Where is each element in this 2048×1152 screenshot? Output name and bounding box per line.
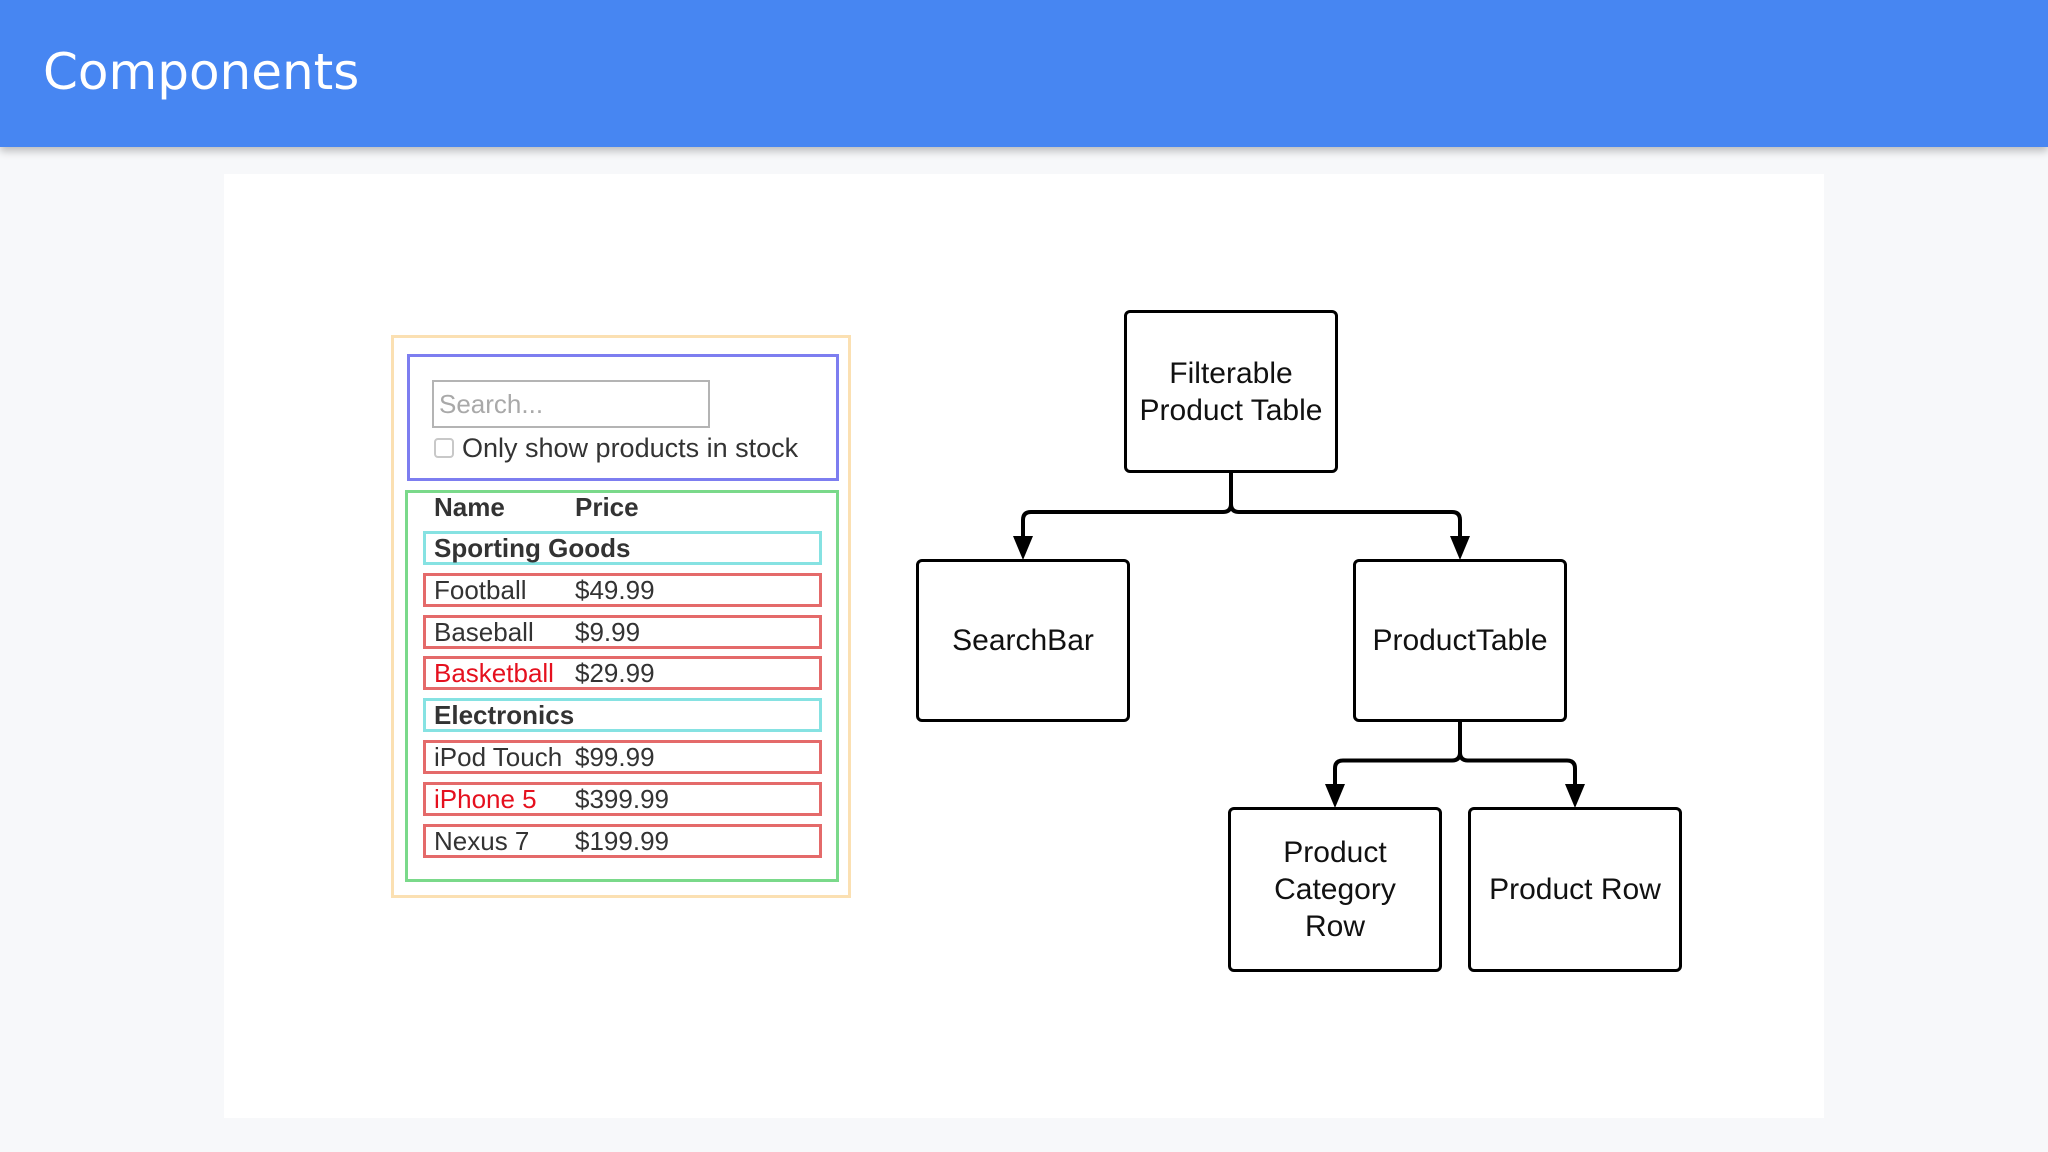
edge-producttable-to-categoryrow (1333, 722, 1462, 793)
arrowhead-productrow (1565, 784, 1585, 808)
row-price: $199.99 (575, 826, 669, 856)
row-name: iPod Touch (434, 742, 563, 772)
in-stock-checkbox-label: Only show products in stock (462, 433, 799, 463)
row-price: $9.99 (575, 617, 641, 647)
product-table-mockup (405, 490, 839, 882)
product-row: iPod Touch $99.99 (423, 740, 822, 774)
header-bar: Components (0, 0, 2048, 147)
row-name: iPhone 5 (434, 784, 537, 814)
node-filterable-product-table: Filterable Product Table (1124, 310, 1338, 473)
edge-filterable-to-producttable (1229, 473, 1462, 545)
row-name: Nexus 7 (434, 826, 530, 856)
product-row: Football $49.99 (423, 573, 822, 607)
row-name: Sporting Goods (434, 533, 631, 563)
row-name: Electronics (434, 700, 575, 730)
node-product-row: Product Row (1468, 807, 1682, 972)
category-row: Electronics (423, 698, 822, 732)
node-product-category-row: Product Category Row (1228, 807, 1442, 972)
arrowhead-categoryrow (1325, 784, 1345, 808)
product-row: Basketball $29.99 (423, 656, 822, 690)
node-search-bar: SearchBar (916, 559, 1130, 722)
search-bar-mockup (407, 354, 839, 481)
column-header-name: Name (434, 492, 505, 522)
edge-producttable-to-productrow (1458, 722, 1577, 793)
edge-filterable-to-searchbar (1021, 473, 1233, 545)
column-header-price: Price (575, 492, 639, 522)
row-price: $29.99 (575, 658, 655, 688)
product-row: Baseball $9.99 (423, 615, 822, 649)
arrowhead-searchbar (1013, 536, 1033, 560)
search-input[interactable]: Search... (432, 380, 710, 428)
node-product-table: ProductTable (1353, 559, 1567, 722)
filterable-product-table-mockup (391, 335, 851, 898)
in-stock-checkbox[interactable] (434, 438, 454, 458)
row-price: $99.99 (575, 742, 655, 772)
row-name: Basketball (434, 658, 554, 688)
row-name: Football (434, 575, 527, 605)
row-name: Baseball (434, 617, 534, 647)
row-price: $49.99 (575, 575, 655, 605)
product-row: iPhone 5 $399.99 (423, 782, 822, 816)
page-title: Components (43, 43, 360, 101)
row-price: $399.99 (575, 784, 669, 814)
product-row: Nexus 7 $199.99 (423, 824, 822, 858)
arrowhead-producttable (1450, 536, 1470, 560)
category-row: Sporting Goods (423, 531, 822, 565)
